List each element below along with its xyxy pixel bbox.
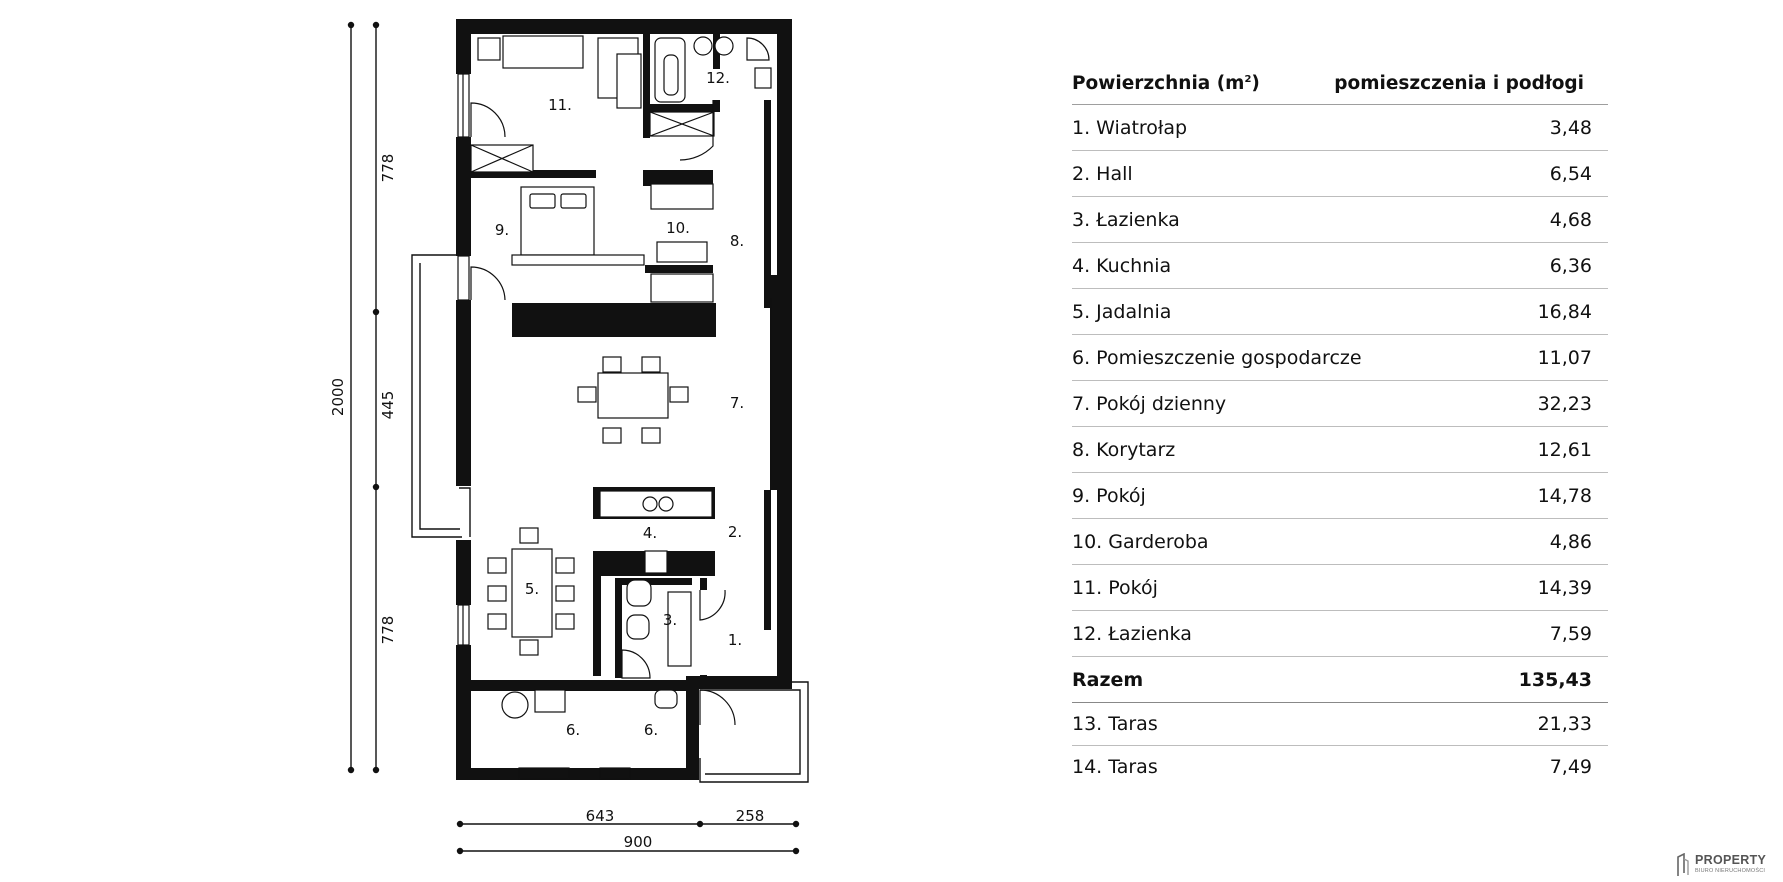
area-table: Powierzchnia (m2) pomieszczenia i podłog…: [1072, 62, 1608, 788]
outer-walls: [456, 19, 792, 780]
room-area: 3,48: [1549, 116, 1592, 139]
area-table-extra-rows: 13. Taras 21,33 14. Taras 7,49: [1072, 703, 1608, 788]
room-label-12: 12.: [706, 69, 730, 87]
room-name: 3. Łazienka: [1072, 208, 1180, 231]
property-logo: PROPERTY BIURO NIERUCHOMOŚCI: [1676, 853, 1776, 879]
room-label-2: 2.: [728, 523, 742, 541]
total-value: 135,43: [1518, 668, 1592, 691]
room-name: 9. Pokój: [1072, 484, 1146, 507]
logo-tagline: BIURO NIERUCHOMOŚCI: [1695, 868, 1766, 874]
room-label-1: 1.: [728, 631, 742, 649]
header-left-prefix: Powierzchnia (m: [1072, 72, 1245, 94]
room-name: 11. Pokój: [1072, 576, 1158, 599]
room-area: 4,68: [1549, 208, 1592, 231]
room-label-3: 3.: [663, 611, 677, 629]
dimension-width-left: 643: [586, 807, 615, 825]
header-left-suffix: ): [1251, 72, 1260, 94]
dimension-lines-vertical: [347, 21, 380, 774]
header-left-sup: 2: [1244, 73, 1252, 85]
room-name: 10. Garderoba: [1072, 530, 1209, 553]
area-table-row: 2. Hall 6,54: [1072, 151, 1608, 197]
room-area: 14,78: [1537, 484, 1592, 507]
room-label-6a: 6.: [566, 721, 580, 739]
area-table-row: 3. Łazienka 4,68: [1072, 197, 1608, 243]
room-name: 12. Łazienka: [1072, 622, 1192, 645]
dimension-lines-horizontal: [456, 820, 800, 855]
area-table-row: 11. Pokój 14,39: [1072, 565, 1608, 611]
room-labels: 1. 2. 3. 4. 5. 6. 6. 7. 8. 9. 10. 11. 12…: [495, 69, 744, 739]
room-name: 6. Pomieszczenie gospodarcze: [1072, 346, 1362, 369]
room-area: 21,33: [1537, 713, 1592, 735]
dimension-total-width: 900: [624, 833, 653, 851]
room-name: 5. Jadalnia: [1072, 300, 1172, 323]
area-table-header-left: Powierzchnia (m2): [1072, 73, 1260, 94]
dimension-lower-height: 778: [379, 616, 397, 645]
room-area: 32,23: [1537, 392, 1592, 415]
room-area: 7,49: [1549, 756, 1592, 778]
room-name: 7. Pokój dzienny: [1072, 392, 1227, 415]
room-label-4: 4.: [643, 524, 657, 542]
door-swings: [470, 100, 772, 726]
room-label-8: 8.: [730, 232, 744, 250]
area-table-row: 10. Garderoba 4,86: [1072, 519, 1608, 565]
area-table-row: 8. Korytarz 12,61: [1072, 427, 1608, 473]
dimension-total-height: 2000: [329, 378, 347, 416]
room-name: 13. Taras: [1072, 713, 1158, 735]
room-area: 14,39: [1537, 576, 1592, 599]
area-table-row: 13. Taras 21,33: [1072, 703, 1608, 746]
total-label: Razem: [1072, 668, 1144, 691]
room-area: 6,36: [1549, 254, 1592, 277]
dimension-middle-height: 445: [379, 391, 397, 420]
room-name: 8. Korytarz: [1072, 438, 1176, 461]
logo-name: PROPERTY: [1695, 853, 1767, 867]
room-name: 2. Hall: [1072, 162, 1133, 185]
room-area: 12,61: [1537, 438, 1592, 461]
area-table-row: 5. Jadalnia 16,84: [1072, 289, 1608, 335]
room-area: 4,86: [1549, 530, 1592, 553]
dimension-width-right: 258: [736, 807, 765, 825]
area-table-row: 6. Pomieszczenie gospodarcze 11,07: [1072, 335, 1608, 381]
room-name: 1. Wiatrołap: [1072, 116, 1188, 139]
area-table-header-right: pomieszczenia i podłogi: [1334, 72, 1584, 94]
area-table-rows: 1. Wiatrołap 3,48 2. Hall 6,54 3. Łazienka 4,…: [1072, 105, 1608, 657]
area-table-row: 7. Pokój dzienny 32,23: [1072, 381, 1608, 427]
area-table-total-row: Razem 135,43: [1072, 657, 1608, 703]
furniture: [470, 35, 772, 719]
room-label-5: 5.: [525, 580, 539, 598]
logo-mark-icon: [1677, 853, 1689, 876]
terraces: [411, 254, 809, 783]
room-area: 16,84: [1537, 300, 1592, 323]
room-name: 14. Taras: [1072, 756, 1158, 778]
room-name: 4. Kuchnia: [1072, 254, 1172, 277]
room-label-11: 11.: [548, 96, 572, 114]
dimension-upper-height: 778: [379, 154, 397, 183]
windows: [457, 73, 631, 780]
room-label-6b: 6.: [644, 721, 658, 739]
area-table-row: 12. Łazienka 7,59: [1072, 611, 1608, 657]
area-table-row: 1. Wiatrołap 3,48: [1072, 105, 1608, 151]
room-area: 6,54: [1549, 162, 1592, 185]
room-label-10: 10.: [666, 219, 690, 237]
area-table-row: 14. Taras 7,49: [1072, 746, 1608, 788]
area-table-header: Powierzchnia (m2) pomieszczenia i podłog…: [1072, 62, 1608, 105]
room-label-9: 9.: [495, 221, 509, 239]
room-area: 11,07: [1537, 346, 1592, 369]
room-label-7: 7.: [730, 394, 744, 412]
floor-plan: 2000 778 445 778 643 258 900: [329, 19, 809, 855]
area-table-row: 4. Kuchnia 6,36: [1072, 243, 1608, 289]
room-area: 7,59: [1549, 622, 1592, 645]
area-table-row: 9. Pokój 14,78: [1072, 473, 1608, 519]
